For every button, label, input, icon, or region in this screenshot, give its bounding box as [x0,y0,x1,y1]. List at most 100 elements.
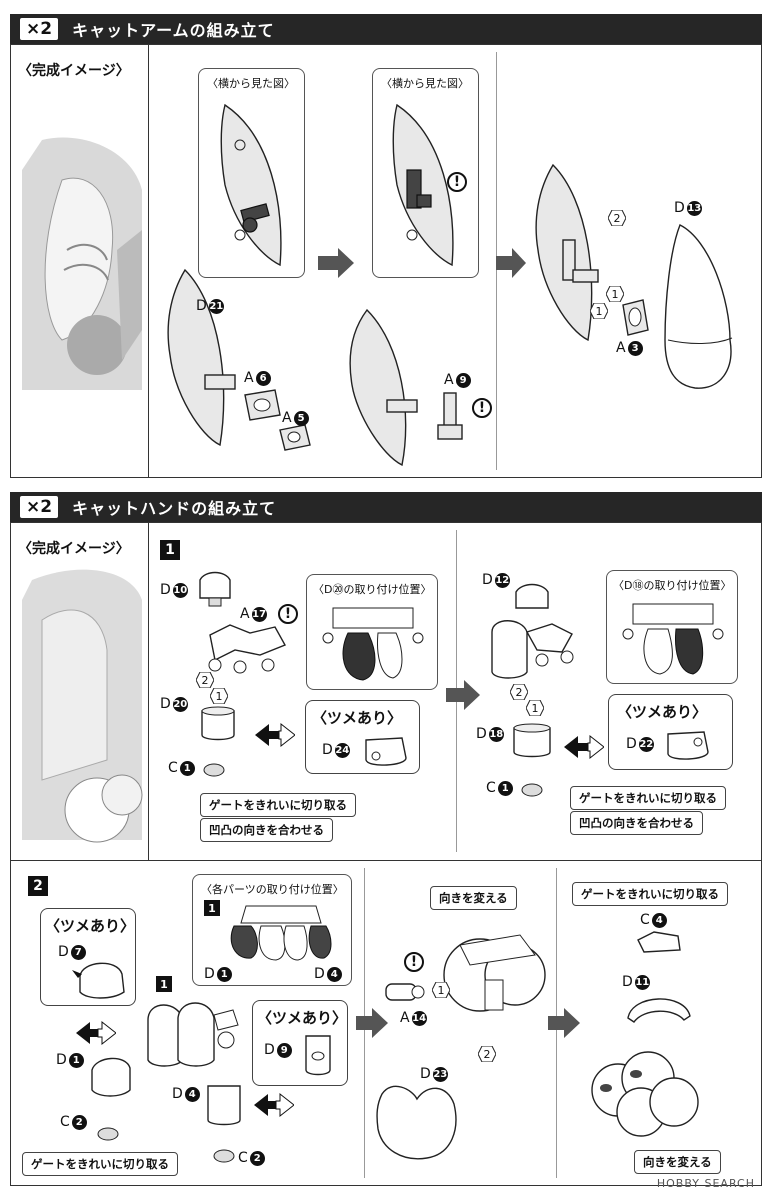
part-c1-left [203,763,225,777]
d18-position-diagram [622,603,724,675]
section2-frame [10,522,762,1186]
part-d22 [667,731,709,760]
part-d20 [201,706,235,741]
assembly-mini-step: 1 [156,976,172,992]
step1-left-order-1: 1 [210,688,228,704]
part-c1-right [521,783,543,797]
turn-label-2: 向きを変える [634,1150,721,1174]
part-d10 [199,571,231,607]
hand-assembly-body [147,1002,239,1067]
section1-completed-label: 〈完成イメージ〉 [18,63,130,79]
section2-row-divider [10,860,762,861]
step2-order-1: 1 [432,982,450,998]
note-alignment-left: 凹凸の向きを合わせる [200,818,333,842]
note-gate-right: ゲートをきれいに切り取る [570,786,726,810]
part-c2-left [97,1127,119,1141]
section1-completed-image [22,137,142,390]
part-c4 [637,931,681,953]
section1-header: ×2 キャットアームの組み立て [10,14,762,44]
tsume-title-left: 〈ツメあり〉 [312,709,403,727]
tsume-title-step2-right: 〈ツメあり〉 [257,1009,348,1027]
part-c2-right [213,1149,235,1163]
section2-completed-image [22,569,143,843]
section2-divider [148,522,149,860]
note-gate-c4: ゲートをきれいに切り取る [572,882,728,906]
swap-arrow-right [564,734,604,760]
tsume-box-step2-right: 〈ツメあり〉 [252,1000,348,1086]
hand-rotated-assembly [443,934,546,1012]
d18-position-callout: 〈D⑱の取り付け位置〉 [606,570,738,684]
part-d4 [207,1085,241,1126]
parts-position-title: 〈各パーツの取り付け位置〉 [201,883,344,896]
arm-assembly-a6-a5 [167,268,311,451]
assembly-step1-right [491,620,574,679]
part-d12 [515,583,549,609]
d18-position-title: 〈D⑱の取り付け位置〉 [613,579,732,592]
d20-position-title: 〈D⑳の取り付け位置〉 [313,583,432,596]
arm-assembly-final [535,163,649,342]
caution-icon: ! [447,172,467,192]
tsume-title-step2-left: 〈ツメあり〉 [45,917,136,935]
arm-assembly-a9 [349,308,463,467]
part-d9 [305,1035,331,1076]
caution-icon-2: ! [472,398,492,418]
swap-arrow-left [255,722,295,748]
d20-position-diagram [322,607,424,681]
next-step-arrow-3 [446,680,480,710]
part-d11 [627,998,691,1023]
part-d1 [91,1057,131,1097]
step-2-number: 2 [28,876,48,896]
section1-title: キャットアームの組み立て [72,21,275,40]
next-step-arrow-1 [318,248,354,278]
side-view-title-1: 〈横から見た図〉 [207,77,295,90]
turn-label-1: 向きを変える [430,886,517,910]
part-a17-frame [208,624,286,674]
section2-completed-label: 〈完成イメージ〉 [18,541,130,557]
section2-title: キャットハンドの組み立て [72,499,277,518]
note-alignment-right: 凹凸の向きを合わせる [570,811,703,835]
step1-right-order-2: 2 [510,684,528,700]
part-a14 [385,983,425,1001]
position-mini-step: 1 [204,900,220,916]
section1-frame [10,44,762,478]
step1-right-order-1: 1 [526,700,544,716]
next-step-arrow-5 [548,1008,580,1038]
order-step-1b: 1 [590,303,608,319]
watermark: HOBBY SEARCH [656,1177,755,1190]
order-step-2: 2 [608,210,626,226]
step2-order-2: 2 [478,1046,496,1062]
tsume-title-right: 〈ツメあり〉 [617,703,708,721]
swap-arrow-step2-left [76,1020,116,1046]
part-d7 [72,962,125,999]
cover-part-d13 [664,224,733,389]
caution-icon-3: ! [278,604,298,624]
step1-left-order-2: 2 [196,672,214,688]
step-1-number: 1 [160,540,180,560]
next-step-arrow-2 [496,248,526,278]
parts-position-diagram [230,905,332,961]
side-view-title-2: 〈横から見た図〉 [381,77,469,90]
section1-quantity-badge: ×2 [20,18,59,40]
